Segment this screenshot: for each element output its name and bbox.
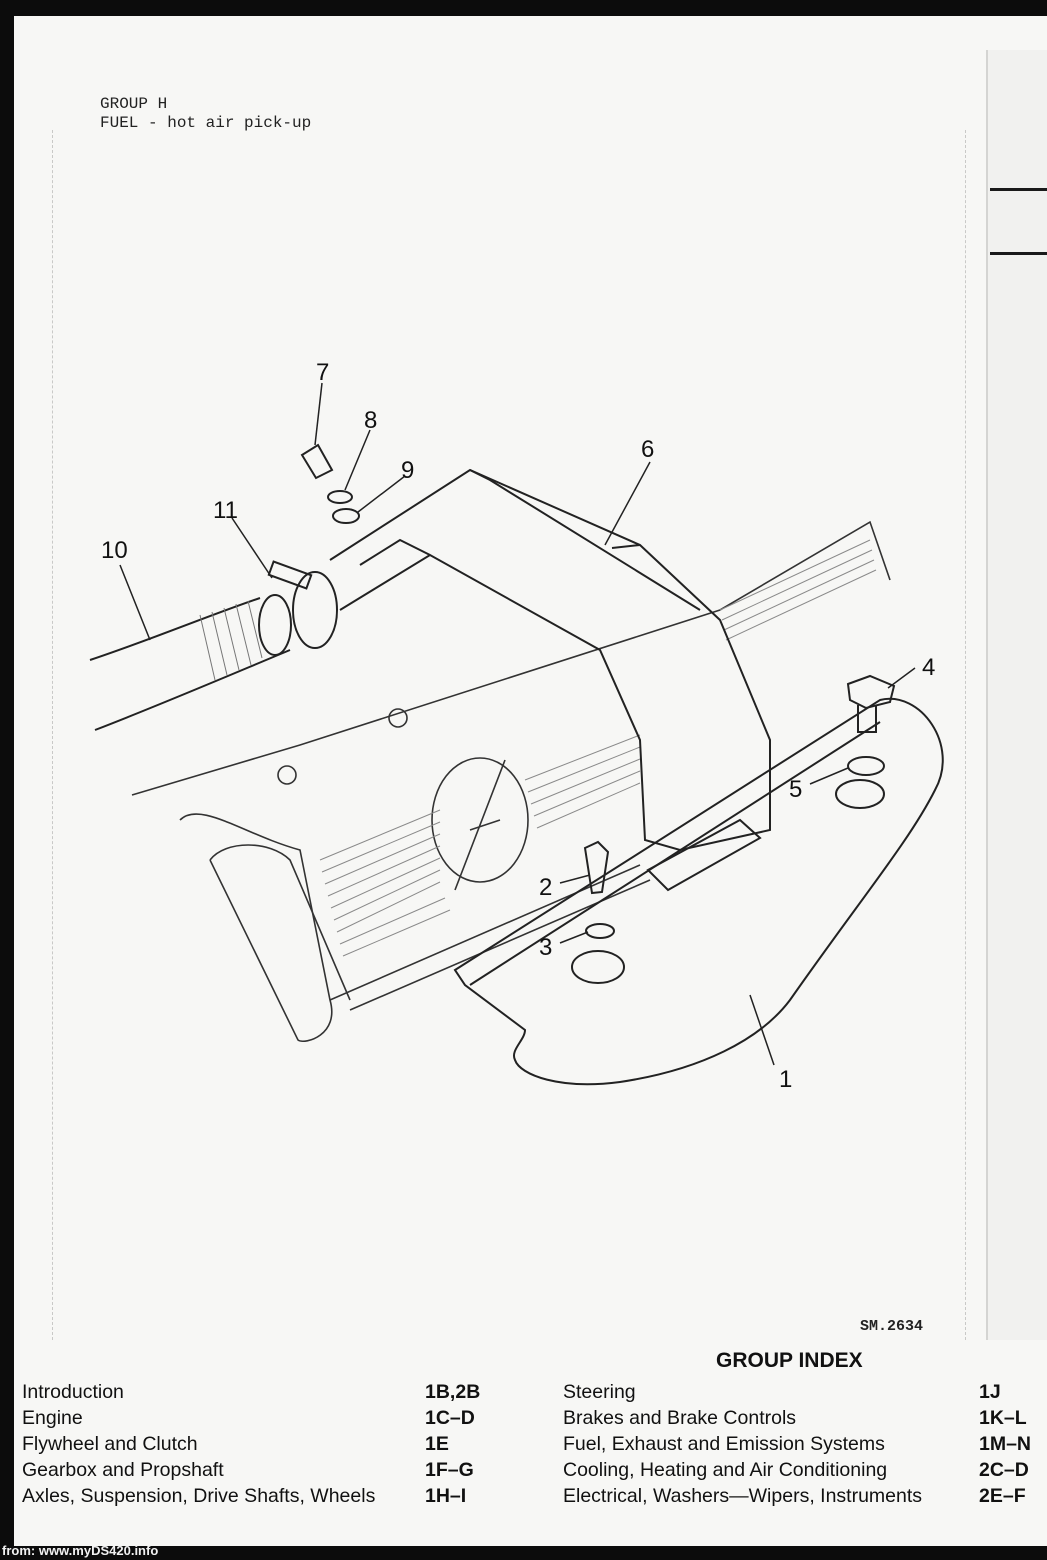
callout-10: 10 bbox=[101, 537, 128, 564]
section-title: FUEL - hot air pick-up bbox=[100, 114, 312, 132]
callout-8: 8 bbox=[364, 407, 377, 434]
heat-shield-plate bbox=[453, 697, 944, 1086]
group-index-right-labels: Steering Brakes and Brake Controls Fuel,… bbox=[563, 1381, 963, 1511]
index-link-axles-suspension[interactable]: Axles, Suspension, Drive Shafts, Wheels bbox=[22, 1485, 376, 1507]
fiche-code: 1C–D bbox=[425, 1407, 475, 1429]
callout-9: 9 bbox=[401, 457, 414, 484]
index-link-electrical[interactable]: Electrical, Washers—Wipers, Instruments bbox=[563, 1485, 923, 1507]
fiche-code: 1B,2B bbox=[425, 1381, 481, 1403]
adjacent-page-edge bbox=[986, 50, 1047, 1340]
group-index-left-codes: 1B,2B 1C–D 1E 1F–G 1H–I bbox=[425, 1381, 515, 1511]
group-heading: GROUP H bbox=[100, 95, 168, 113]
fasteners bbox=[300, 443, 896, 939]
index-link-introduction[interactable]: Introduction bbox=[22, 1381, 124, 1403]
index-link-brakes[interactable]: Brakes and Brake Controls bbox=[563, 1407, 797, 1429]
fiche-code: 1H–I bbox=[425, 1485, 467, 1507]
callout-1: 1 bbox=[779, 1066, 792, 1093]
source-url: from: www.myDS420.info bbox=[2, 1543, 159, 1558]
callout-2: 2 bbox=[539, 874, 552, 901]
flexible-hose bbox=[89, 594, 292, 731]
fiche-code: 2C–D bbox=[979, 1459, 1029, 1481]
callout-3: 3 bbox=[539, 934, 552, 961]
index-link-steering[interactable]: Steering bbox=[563, 1381, 636, 1403]
fiche-code: 2E–F bbox=[979, 1485, 1026, 1507]
hose-clip bbox=[267, 560, 338, 649]
callout-7: 7 bbox=[316, 359, 329, 386]
air-duct bbox=[329, 468, 771, 852]
divider bbox=[990, 188, 1047, 191]
group-index-left-labels: Introduction Engine Flywheel and Clutch … bbox=[22, 1381, 422, 1511]
document-page bbox=[14, 16, 1047, 1546]
fiche-code: 1J bbox=[979, 1381, 1001, 1403]
callout-5: 5 bbox=[789, 776, 802, 803]
index-link-cooling-heating[interactable]: Cooling, Heating and Air Conditioning bbox=[563, 1459, 888, 1481]
fiche-code: 1K–L bbox=[979, 1407, 1027, 1429]
fiche-code: 1E bbox=[425, 1433, 449, 1455]
callout-4: 4 bbox=[922, 654, 935, 681]
index-link-fuel-exhaust[interactable]: Fuel, Exhaust and Emission Systems bbox=[563, 1433, 885, 1455]
figure-frame bbox=[52, 130, 966, 1340]
fiche-code: 1M–N bbox=[979, 1433, 1032, 1455]
group-index-right-codes: 1J 1K–L 1M–N 2C–D 2E–F bbox=[979, 1381, 1047, 1511]
page-header: GROUP H FUEL - hot air pick-up bbox=[100, 95, 311, 133]
index-link-engine[interactable]: Engine bbox=[22, 1407, 83, 1429]
divider bbox=[990, 252, 1047, 255]
engine-cam-cover-illustration bbox=[131, 520, 891, 1042]
callout-6: 6 bbox=[641, 436, 654, 463]
fiche-code: 1F–G bbox=[425, 1459, 474, 1481]
index-link-flywheel-clutch[interactable]: Flywheel and Clutch bbox=[22, 1433, 198, 1455]
leader-lines bbox=[119, 382, 916, 1066]
callout-11: 11 bbox=[213, 497, 238, 524]
index-link-gearbox-propshaft[interactable]: Gearbox and Propshaft bbox=[22, 1459, 224, 1481]
figure-reference: SM.2634 bbox=[860, 1318, 924, 1335]
group-index-title: GROUP INDEX bbox=[716, 1349, 863, 1372]
